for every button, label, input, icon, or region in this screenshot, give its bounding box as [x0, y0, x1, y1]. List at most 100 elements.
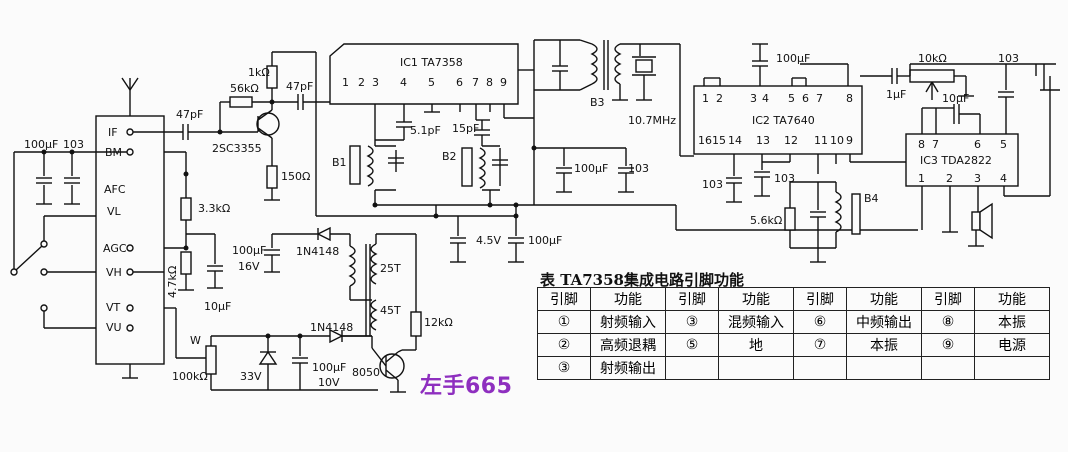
header-pin-3: 引脚: [793, 287, 847, 311]
ic1-pin-8: 8: [486, 76, 493, 89]
ic1-ta7358: [329, 43, 519, 105]
zener-diode-33v: [258, 350, 278, 365]
potentiometer-10k: [909, 69, 955, 83]
transistor-2sc3355: [256, 112, 280, 136]
resistor-3-3k: [180, 197, 192, 221]
label-1uf: 1μF: [886, 88, 906, 101]
label-10uf-agc: 10μF: [204, 300, 231, 313]
table-cell: [846, 356, 922, 380]
ic1-pin-5: 5: [428, 76, 435, 89]
ic2-pin-12: 12: [784, 134, 798, 147]
label-150: 150Ω: [281, 170, 310, 183]
pin-function-table: 引脚 功能 引脚 功能 引脚 功能 引脚 功能 ① 射频输入 ③ 混频输入 ⑥ …: [537, 287, 1050, 380]
ic2-pin-5: 5: [788, 92, 795, 105]
label-10uf-ic3: 10μF: [942, 92, 969, 105]
ic2-pin-16: 16: [698, 134, 712, 147]
label-45t: 45T: [380, 304, 401, 317]
table-cell: [793, 356, 847, 380]
table-cell: 本振: [974, 310, 1050, 334]
coil-b2-core: [461, 147, 473, 187]
ic1-pin-6: 6: [456, 76, 463, 89]
label-1n4148-upper: 1N4148: [296, 245, 339, 258]
label-33v: 33V: [240, 370, 262, 383]
ic1-pin-7: 7: [472, 76, 479, 89]
connector-pin-if: IF: [108, 126, 118, 139]
label-47pf-output: 47pF: [286, 80, 313, 93]
label-103-ic2b: 103: [774, 172, 795, 185]
ic3-pin-4: 4: [1000, 172, 1007, 185]
ic3-label: IC3 TDA2822: [920, 154, 992, 167]
label-100uf-16v: 100μF: [232, 244, 266, 257]
header-function-3: 功能: [846, 287, 922, 311]
coil-b1-core: [349, 145, 361, 185]
table-cell: [665, 356, 719, 380]
table-cell: 射频输出: [590, 356, 666, 380]
label-b2: B2: [442, 150, 457, 163]
speaker-icon: [971, 202, 993, 240]
ic1-pin-3: 3: [372, 76, 379, 89]
ic1-pin-2: 2: [358, 76, 365, 89]
header-pin-2: 引脚: [665, 287, 719, 311]
ic3-pin-1: 1: [918, 172, 925, 185]
label-10k: 10kΩ: [918, 52, 947, 65]
table-cell: ⑦: [793, 333, 847, 357]
ic1-pin-4: 4: [400, 76, 407, 89]
resistor-5-6k: [784, 207, 796, 231]
table-header-row: 引脚 功能 引脚 功能 引脚 功能 引脚 功能: [537, 287, 1050, 311]
ic1-pin-1: 1: [342, 76, 349, 89]
table-cell: [921, 356, 975, 380]
coil-b4-core: [851, 193, 861, 235]
table-cell: ①: [537, 310, 591, 334]
label-103-ic2a: 103: [702, 178, 723, 191]
label-10v: 10V: [318, 376, 340, 389]
header-function-2: 功能: [718, 287, 794, 311]
antenna-icon: [121, 77, 139, 116]
label-100uf-4-5v: 100μF: [528, 234, 562, 247]
ic2-pin-8: 8: [846, 92, 853, 105]
ic2-label: IC2 TA7640: [752, 114, 815, 127]
ic2-ta7640: [693, 85, 863, 155]
coil-b3-secondary: [614, 43, 622, 85]
label-25t: 25T: [380, 262, 401, 275]
table-cell: 地: [718, 333, 794, 357]
coil-b4: [834, 191, 842, 233]
ic2-pin-3: 3: [750, 92, 757, 105]
ic3-pin-7: 7: [932, 138, 939, 151]
resistor-56k: [229, 96, 253, 108]
label-12k: 12kΩ: [424, 316, 453, 329]
table-cell: 电源: [974, 333, 1050, 357]
table-cell: 高频退耦: [590, 333, 666, 357]
table-cell: ⑤: [665, 333, 719, 357]
table-cell: 射频输入: [590, 310, 666, 334]
label-100uf-left: 100μF: [24, 138, 58, 151]
ic3-tda2822: [905, 133, 1019, 187]
label-5-1pf: 5.1pF: [410, 124, 441, 137]
connector-pin-vh: VH: [106, 266, 122, 279]
coil-b2: [478, 147, 486, 189]
label-1k: 1kΩ: [248, 66, 270, 79]
label-b4: B4: [864, 192, 879, 205]
table-cell: ③: [537, 356, 591, 380]
label-3-3k: 3.3kΩ: [198, 202, 230, 215]
resistor-12k: [410, 311, 422, 337]
label-16v: 16V: [238, 260, 260, 273]
ic1-pin-9: 9: [500, 76, 507, 89]
ic1-label: IC1 TA7358: [400, 56, 463, 69]
label-2sc3355: 2SC3355: [212, 142, 262, 155]
label-103-ic1: 103: [628, 162, 649, 175]
table-cell: [718, 356, 794, 380]
coil-25t-primary: [348, 245, 356, 287]
ic2-pin-13: 13: [756, 134, 770, 147]
table-row: ② 高频退耦 ⑤ 地 ⑦ 本振 ⑨ 电源: [537, 333, 1050, 357]
label-100uf-10v: 100μF: [312, 361, 346, 374]
ic2-pin-6: 6: [802, 92, 809, 105]
tuner-connector: [95, 115, 165, 365]
connector-pin-agc: AGC: [103, 242, 127, 255]
table-cell: ②: [537, 333, 591, 357]
coil-25t: [370, 243, 378, 285]
table-cell: ⑥: [793, 310, 847, 334]
table-cell: 本振: [846, 333, 922, 357]
table-cell: ⑨: [921, 333, 975, 357]
label-pot-100k: 100kΩ: [172, 370, 208, 383]
